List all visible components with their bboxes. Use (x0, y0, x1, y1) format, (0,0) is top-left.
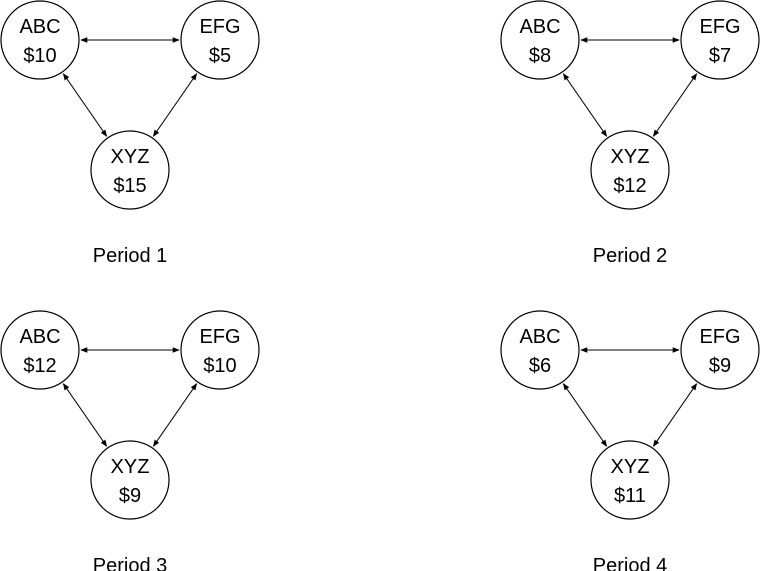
node-name: EFG (199, 16, 240, 38)
node-price: $10 (203, 355, 236, 377)
node-price: $7 (709, 45, 731, 67)
node-price: $12 (613, 175, 646, 197)
efg-xyz-arrow (652, 383, 698, 447)
node-name: ABC (519, 16, 560, 38)
node-price: $10 (23, 45, 56, 67)
node-circle (180, 310, 260, 390)
node-name: EFG (199, 326, 240, 348)
node-name: XYZ (611, 146, 650, 168)
node-efg: EFG $7 (680, 0, 760, 80)
node-efg: EFG $10 (180, 310, 260, 390)
efg-xyz-arrow (152, 73, 198, 137)
node-circle (500, 310, 580, 390)
node-price: $5 (209, 45, 231, 67)
node-circle (0, 0, 80, 80)
node-xyz: XYZ $12 (590, 130, 670, 210)
node-name: EFG (699, 326, 740, 348)
node-circle (0, 310, 80, 390)
node-xyz: XYZ $9 (90, 440, 170, 520)
abc-xyz-arrow (62, 73, 108, 137)
node-circle (90, 130, 170, 210)
node-circle (90, 440, 170, 520)
node-price: $8 (529, 45, 551, 67)
node-name: XYZ (611, 456, 650, 478)
node-price: $9 (709, 355, 731, 377)
node-abc: ABC $6 (500, 310, 580, 390)
node-xyz: XYZ $11 (590, 440, 670, 520)
node-abc: ABC $12 (0, 310, 80, 390)
node-circle (590, 440, 670, 520)
node-circle (180, 0, 260, 80)
period-label: Period 2 (593, 245, 668, 267)
node-name: XYZ (111, 456, 150, 478)
node-price: $9 (119, 485, 141, 507)
node-circle (680, 310, 760, 390)
node-circle (500, 0, 580, 80)
node-xyz: XYZ $15 (90, 130, 170, 210)
node-price: $6 (529, 355, 551, 377)
node-price: $15 (113, 175, 146, 197)
period-label: Period 4 (593, 555, 668, 571)
period-label: Period 1 (93, 245, 168, 267)
period-label: Period 3 (93, 555, 168, 571)
node-efg: EFG $9 (680, 310, 760, 390)
node-name: XYZ (111, 146, 150, 168)
node-name: ABC (19, 16, 60, 38)
node-price: $11 (614, 485, 646, 507)
node-name: EFG (699, 16, 740, 38)
efg-xyz-arrow (152, 383, 198, 447)
node-circle (590, 130, 670, 210)
node-abc: ABC $8 (500, 0, 580, 80)
abc-xyz-arrow (562, 73, 608, 137)
node-abc: ABC $10 (0, 0, 80, 80)
abc-xyz-arrow (62, 383, 108, 447)
node-efg: EFG $5 (180, 0, 260, 80)
node-price: $12 (23, 355, 56, 377)
node-name: ABC (19, 326, 60, 348)
node-circle (680, 0, 760, 80)
efg-xyz-arrow (652, 73, 698, 137)
abc-xyz-arrow (562, 383, 608, 447)
node-name: ABC (519, 326, 560, 348)
